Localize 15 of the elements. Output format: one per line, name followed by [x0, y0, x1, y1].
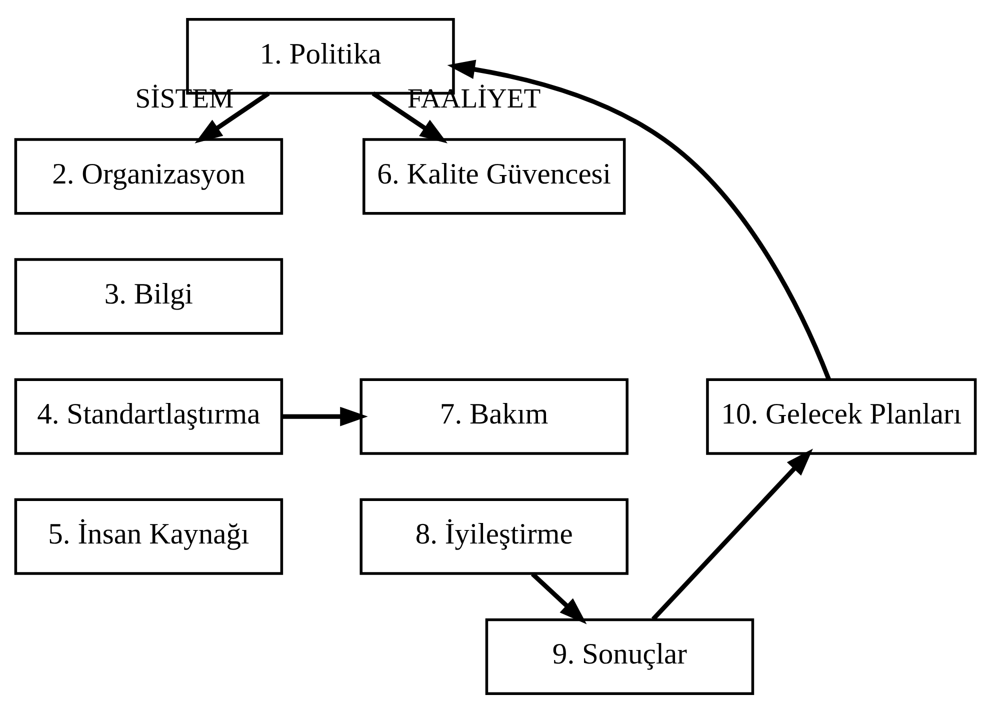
- node-box: 7. Bakım: [360, 378, 628, 454]
- arrow: [651, 448, 813, 620]
- node-box: 10. Gelecek Planları: [706, 378, 977, 454]
- node-box: 6. Kalite Güvencesi: [362, 138, 626, 214]
- arrow: [282, 406, 368, 426]
- node-box: 3. Bilgi: [14, 258, 284, 334]
- arrow: [194, 91, 270, 143]
- arrow: [530, 572, 587, 624]
- node-box: 5. İnsan Kaynağı: [14, 498, 284, 574]
- node-box: 4. Standartlaştırma: [14, 378, 284, 454]
- arrow: [447, 59, 831, 380]
- node-box: 2. Organizasyon: [14, 138, 284, 214]
- node-box: 8. İyileştirme: [360, 498, 628, 574]
- arrow: [372, 90, 448, 143]
- node-box: 9. Sonuçlar: [485, 618, 754, 694]
